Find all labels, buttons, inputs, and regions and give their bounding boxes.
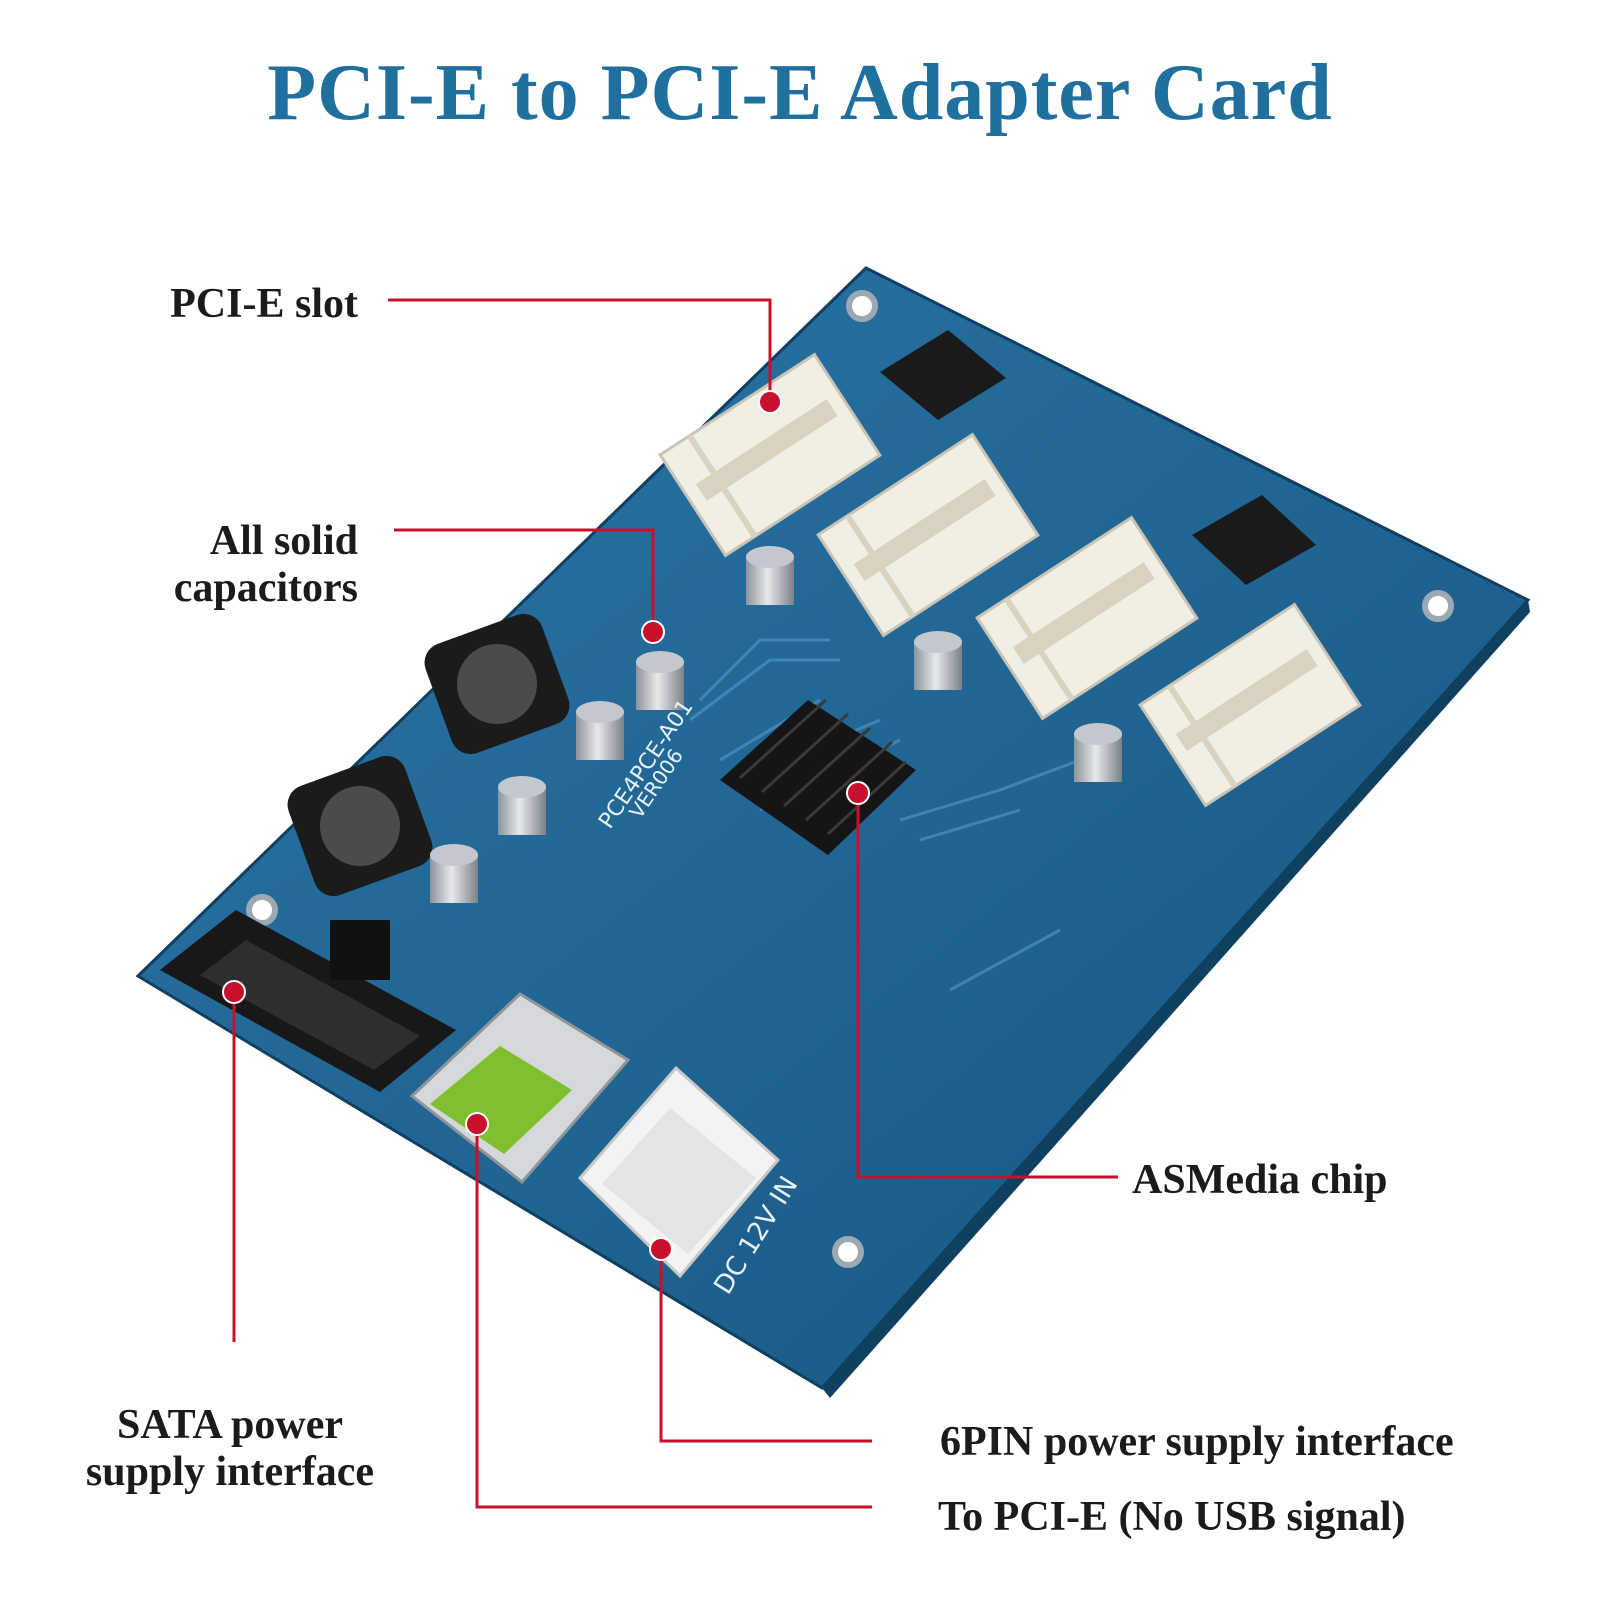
label-to-pcie-text: To PCI-E (No USB signal) [938,1494,1406,1540]
page-title: PCI-E to PCI-E Adapter Card [267,49,1333,137]
leader-sixpin [659,1249,872,1443]
label-capacitors-line2: capacitors [173,565,358,611]
label-pcie-slot: PCI-E slot [120,281,358,328]
solid-capacitors [430,546,1122,903]
label-sixpin: 6PIN power supply interface [940,1419,1454,1466]
asmedia-heatsink [720,698,916,855]
dot-sata [222,980,246,1004]
label-sata-line2: supply interface [85,1449,375,1495]
callout-dots [222,390,870,1261]
leader-to-pcie [475,1124,872,1509]
label-sata-line1: SATA power [117,1402,343,1448]
leader-asmedia [856,793,1118,1179]
dot-asmedia [846,781,870,805]
label-asmedia-chip-text: ASMedia chip [1132,1157,1388,1203]
leader-pcie-slot [388,298,772,402]
label-capacitors-line1: All solid [209,518,358,564]
sata-connector [160,910,456,1092]
voltage-regulators [880,330,1316,585]
inductors [287,613,570,897]
label-pcie-slot-text: PCI-E slot [170,281,358,327]
label-sixpin-text: 6PIN power supply interface [940,1419,1454,1465]
header-pins [330,920,390,980]
dot-capacitors [641,620,665,644]
six-pin-connector [577,1065,781,1279]
label-asmedia-chip: ASMedia chip [1132,1157,1388,1204]
leader-capacitors [394,528,655,632]
dot-to-pcie [465,1112,489,1136]
dot-pcie-slot [758,390,782,414]
label-capacitors: All solid capacitors [120,518,358,612]
pcie-slots [658,352,1362,808]
label-to-pcie: To PCI-E (No USB signal) [938,1494,1406,1541]
label-sata: SATA power supply interface [40,1402,420,1496]
dot-sixpin [649,1237,673,1261]
callout-leaders [232,298,1118,1509]
